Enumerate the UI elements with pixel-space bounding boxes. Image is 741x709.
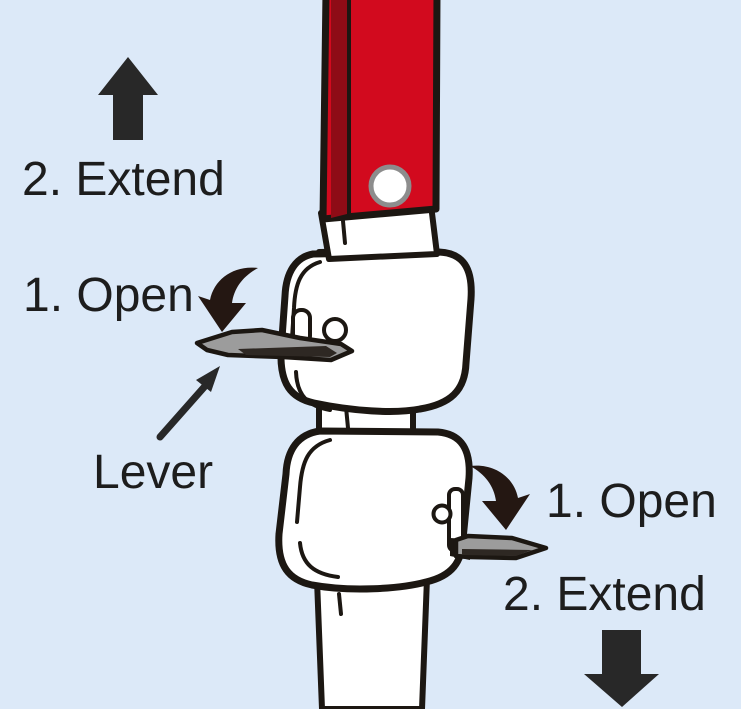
rivet-hole bbox=[368, 164, 412, 208]
lower-lever bbox=[450, 533, 549, 561]
lower-lever-underside bbox=[462, 549, 532, 556]
lower-clamp bbox=[275, 427, 473, 593]
upper-pole-red bbox=[319, 0, 441, 223]
upper-clamp-crease bbox=[290, 260, 322, 340]
lower-curved-arrow-icon bbox=[470, 465, 530, 530]
label-upper-open: 1. Open bbox=[23, 269, 194, 322]
upper-clamp bbox=[277, 248, 475, 415]
upper-lever bbox=[194, 327, 355, 363]
lower-clamp-lower-crease bbox=[298, 541, 340, 579]
lower-clamp-pin-hole bbox=[431, 503, 453, 525]
upper-lever-underside bbox=[238, 346, 337, 357]
upper-clamp-lower-crease bbox=[294, 370, 332, 412]
collar-seam bbox=[341, 219, 347, 245]
lower-clamp-body bbox=[275, 427, 473, 593]
mid-pole-seam bbox=[344, 405, 350, 430]
lower-pole-segment bbox=[314, 575, 430, 709]
label-lever: Lever bbox=[93, 446, 213, 499]
down-arrow-icon bbox=[584, 630, 659, 707]
lower-pole-seam bbox=[337, 592, 343, 616]
label-upper-extend: 2. Extend bbox=[22, 153, 225, 206]
red-pole-shade bbox=[331, 0, 347, 218]
upper-clamp-pin-hole bbox=[322, 317, 348, 343]
red-pole-shade-line bbox=[347, 0, 351, 214]
label-lower-extend: 2. Extend bbox=[503, 568, 706, 621]
red-pole-body bbox=[319, 0, 441, 223]
lever-pointer-shaft bbox=[156, 381, 210, 441]
label-lower-open: 1. Open bbox=[546, 475, 717, 528]
lever-pointer-head bbox=[196, 366, 220, 392]
upper-clamp-body bbox=[277, 248, 475, 415]
up-arrow-icon bbox=[98, 57, 158, 140]
upper-curved-arrow-icon bbox=[198, 267, 258, 332]
lever-pointer-arrow bbox=[156, 366, 220, 441]
lower-clamp-crease bbox=[295, 438, 332, 524]
